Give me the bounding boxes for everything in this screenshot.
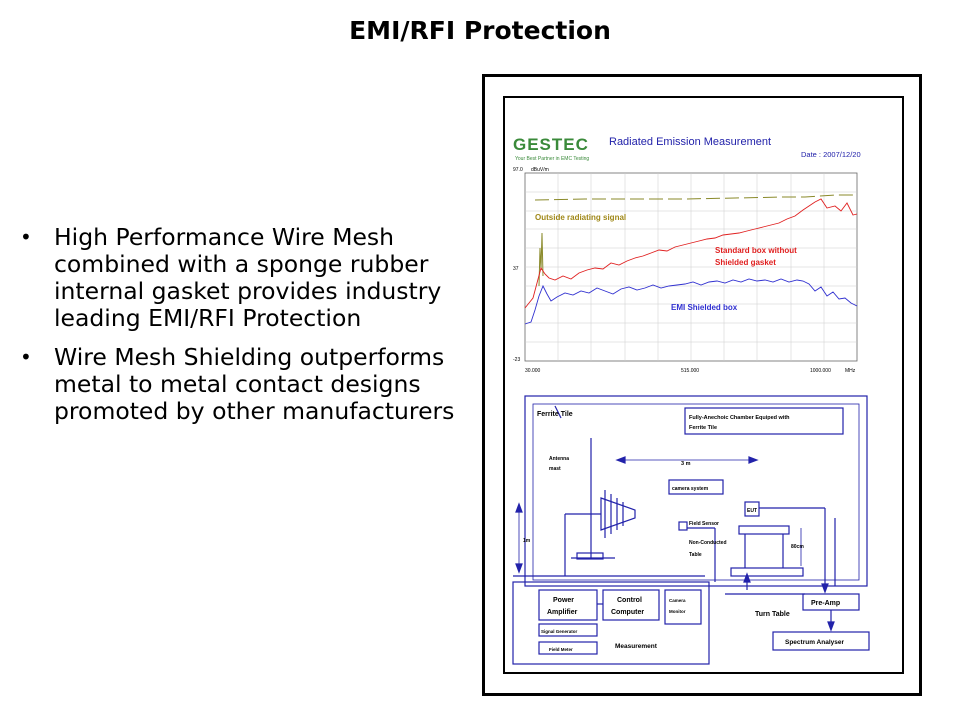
label-turn-table: Turn Table xyxy=(755,611,790,618)
bullet-item: • High Performance Wire Mesh combined wit… xyxy=(18,224,458,332)
bullet-text: Wire Mesh Shielding outperforms metal to… xyxy=(54,343,455,425)
signal-generator-box xyxy=(538,623,598,637)
label-non-conducted-2: Table xyxy=(689,552,702,558)
setup-diagram xyxy=(512,395,870,665)
field-meter-box xyxy=(538,641,598,655)
label-chamber-2: Ferrite Tile xyxy=(689,425,717,431)
control-computer-box xyxy=(602,589,660,621)
label-eut: EUT xyxy=(747,508,757,514)
emi-figure: GESTEC Your Best Partner in EMC Testing … xyxy=(512,135,870,665)
antenna-foot xyxy=(576,552,604,560)
bullet-list: • High Performance Wire Mesh combined wit… xyxy=(18,224,458,437)
annot-shielded: EMI Shielded box xyxy=(671,303,738,312)
label-camera-monitor-2: Monitor xyxy=(669,609,686,614)
label-camera-system: camera system xyxy=(672,486,709,492)
label-signal-generator: Signal Generator xyxy=(541,629,578,634)
figure-frame: GESTEC Your Best Partner in EMC Testing … xyxy=(482,74,922,696)
table-top xyxy=(738,525,790,535)
annot-outside: Outside radiating signal xyxy=(535,213,626,222)
label-field-sensor: Field Sensor xyxy=(689,521,719,527)
chamber-label-box xyxy=(684,407,844,435)
chamber-outline xyxy=(524,395,868,587)
label-non-conducted-1: Non-Conducted xyxy=(689,540,727,546)
label-chamber-1: Fully-Anechoic Chamber Equiped with xyxy=(689,415,790,421)
chart-date: Date : 2007/12/20 xyxy=(801,150,861,159)
spectrum-analyser-box xyxy=(772,631,870,651)
series-standard xyxy=(524,198,858,309)
bullet-text: High Performance Wire Mesh combined with… xyxy=(54,223,442,332)
bullet-dot-icon: • xyxy=(20,225,32,249)
y-bottom-label: -23 xyxy=(513,357,520,363)
camera-system-box xyxy=(668,479,724,495)
plot-area: 97.0 dBuV/m 37 -23 xyxy=(513,167,858,374)
slide-title: EMI/RFI Protection xyxy=(349,16,611,45)
x-unit-label: MHz xyxy=(845,368,856,374)
label-power-amp-1: Power xyxy=(553,597,574,604)
annot-standard-2: Shielded gasket xyxy=(715,258,776,267)
label-control-2: Computer xyxy=(611,609,644,616)
label-control-1: Control xyxy=(617,597,642,604)
figure-inner: GESTEC Your Best Partner in EMC Testing … xyxy=(503,96,904,674)
label-ferrite-tile: Ferrite Tile xyxy=(537,411,573,418)
camera-monitor-box xyxy=(664,589,702,625)
label-antenna-1: Antenna xyxy=(549,456,569,462)
turn-table-platform xyxy=(730,567,804,577)
plot-grid xyxy=(525,173,857,361)
ferrite-pointer xyxy=(554,405,562,419)
chart-title: Radiated Emission Measurement xyxy=(609,136,771,148)
label-height-1m: 1m xyxy=(523,538,531,544)
x-right-label: 1000.000 xyxy=(810,368,831,374)
x-mid-label: 515.000 xyxy=(681,368,699,374)
label-measurement: Measurement xyxy=(615,643,658,650)
power-amp-box xyxy=(538,589,598,621)
label-antenna-2: mast xyxy=(549,466,561,472)
y-unit-label: dBuV/m xyxy=(531,167,549,173)
series-shielded xyxy=(524,278,858,325)
series-outside xyxy=(534,194,857,201)
series-outside-spike xyxy=(538,232,544,287)
label-height-80cm: 80cm xyxy=(791,544,804,550)
y-mid-label: 37 xyxy=(513,266,519,272)
label-spectrum-analyser: Spectrum Analyser xyxy=(785,639,844,646)
antenna-element xyxy=(600,497,636,531)
y-top-label: 97.0 xyxy=(513,167,523,173)
x-left-label: 30.000 xyxy=(525,368,541,374)
label-field-meter: Field Meter xyxy=(549,647,573,652)
label-pre-amp: Pre-Amp xyxy=(811,600,840,607)
annot-standard-1: Standard box without xyxy=(715,246,797,255)
label-camera-monitor-1: Camera xyxy=(669,598,686,603)
bullet-item: • Wire Mesh Shielding outperforms metal t… xyxy=(18,344,458,425)
logo-tagline: Your Best Partner in EMC Testing xyxy=(515,156,589,162)
label-power-amp-2: Amplifier xyxy=(547,609,578,616)
field-sensor-box xyxy=(678,521,688,531)
logo: GESTEC Your Best Partner in EMC Testing xyxy=(513,135,589,162)
label-distance: 3 m xyxy=(681,461,691,467)
logo-text: GESTEC xyxy=(513,135,589,154)
eut-box xyxy=(744,501,760,517)
measurement-area xyxy=(512,581,710,665)
diagram-labels: Ferrite Tile Fully-Anechoic Chamber Equi… xyxy=(523,411,844,652)
bullet-dot-icon: • xyxy=(20,345,32,369)
chamber-inner xyxy=(532,403,860,581)
